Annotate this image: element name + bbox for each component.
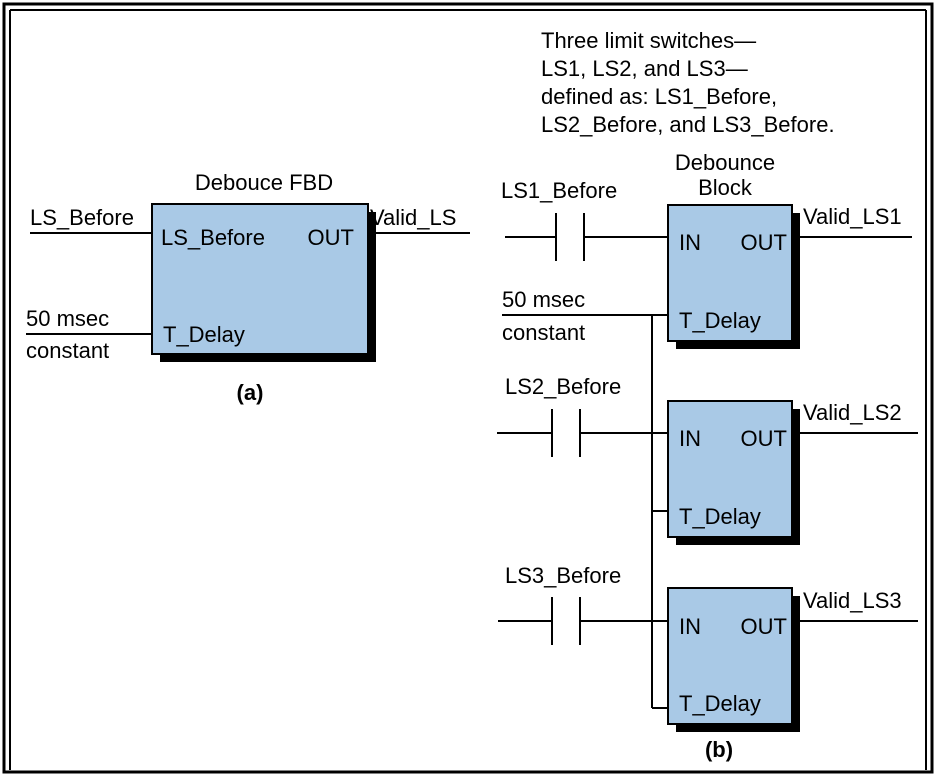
block-1-output-label: Valid_LS1 [803, 204, 902, 229]
block-2-in-pin: IN [679, 426, 701, 451]
panel-b-caption: (b) [705, 737, 733, 762]
panel-a-caption: (a) [237, 380, 264, 405]
panel-b: Three limit switches— LS1, LS2, and LS3—… [497, 28, 918, 762]
contact-3-label: LS3_Before [505, 563, 621, 588]
block-3-in-pin: IN [679, 614, 701, 639]
block-1-in-pin: IN [679, 230, 701, 255]
block-3-output-label: Valid_LS3 [803, 588, 902, 613]
panel-a-delay-label-2: constant [26, 338, 109, 363]
panel-a-delay-label-1: 50 msec [26, 306, 109, 331]
block-1-body [667, 204, 793, 342]
block-1-out-pin: OUT [741, 230, 787, 255]
panel-a-block [151, 203, 369, 355]
contact-2-label: LS2_Before [505, 374, 621, 399]
block-3-body [667, 587, 793, 725]
block-3-delay-pin: T_Delay [679, 691, 761, 716]
contact-1-label: LS1_Before [501, 178, 617, 203]
panel-a: Debouce FBD LS_Before LS_Before OUT Vali… [26, 170, 470, 405]
panel-a-output-pin: OUT [308, 225, 354, 250]
panel-a-input-label: LS_Before [30, 205, 134, 230]
panel-a-title: Debouce FBD [195, 170, 333, 195]
note-line-4: LS2_Before, and LS3_Before. [541, 112, 835, 137]
block-2-output-label: Valid_LS2 [803, 400, 902, 425]
block-2-out-pin: OUT [741, 426, 787, 451]
note-line-1: Three limit switches— [541, 28, 756, 53]
panel-b-delay-label-2: constant [502, 320, 585, 345]
debounce-block-2: LS2_Before IN OUT T_Delay Valid_LS2 [497, 374, 918, 545]
panel-b-block-title-2: Block [698, 175, 753, 200]
block-1-delay-pin: T_Delay [679, 308, 761, 333]
panel-a-output-label: Valid_LS [370, 205, 456, 230]
block-3-out-pin: OUT [741, 614, 787, 639]
debounce-block-3: LS3_Before IN OUT T_Delay Valid_LS3 [498, 563, 918, 732]
block-2-delay-pin: T_Delay [679, 504, 761, 529]
panel-a-input-pin: LS_Before [161, 225, 265, 250]
note-line-2: LS1, LS2, and LS3— [541, 56, 748, 81]
debounce-block-1: LS1_Before IN OUT T_Delay Valid_LS1 [501, 178, 912, 349]
panel-b-block-title-1: Debounce [675, 150, 775, 175]
panel-b-delay-label-1: 50 msec [502, 287, 585, 312]
panel-a-delay-pin: T_Delay [163, 322, 245, 347]
block-2-body [667, 400, 793, 538]
note-line-3: defined as: LS1_Before, [541, 84, 777, 109]
